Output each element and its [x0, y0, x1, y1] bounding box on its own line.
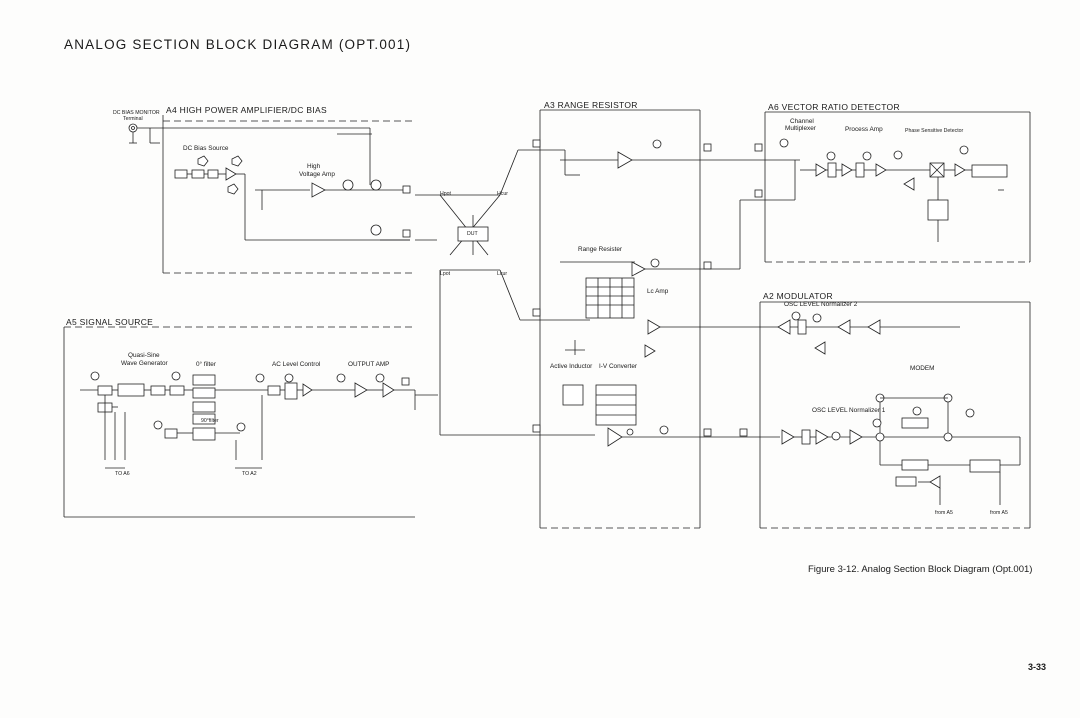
high-voltage-amp-label-1: High: [307, 163, 321, 170]
figure-caption: Figure 3-12. Analog Section Block Diagra…: [808, 564, 1033, 575]
a4-section-title: A4 HIGH POWER AMPLIFIER/DC BIAS: [166, 105, 327, 115]
active-inductor-label: Active Inductor: [550, 363, 593, 370]
wave-generator-label: Wave Generator: [121, 360, 168, 367]
range-resister-label: Range Resister: [578, 246, 623, 253]
a6-internals: [740, 138, 1008, 242]
a4-internals: [128, 123, 411, 241]
channel-label: Channel: [790, 118, 814, 125]
zero-filter-label: 0° filter: [196, 361, 216, 368]
output-amp-label: OUTPUT AMP: [348, 361, 390, 368]
dc-bias-monitor-label: DC BIAS MONITOR: [113, 110, 160, 116]
hpot-label: Hpot: [440, 191, 451, 197]
modem-label: MODEM: [910, 365, 935, 372]
osc-level-normalizer-2-label: OSC LEVEL Normalizer 2: [784, 301, 858, 308]
from-a5-label-2: from A5: [990, 510, 1008, 516]
a2-internals: [700, 311, 1021, 505]
lcur-label: Lcur: [497, 271, 508, 277]
a6-section-title: A6 VECTOR RATIO DETECTOR: [768, 102, 900, 112]
a2-section-title: A2 MODULATOR: [763, 291, 833, 301]
a3-frame: [539, 109, 701, 529]
phase-sensitive-label: Phase Sensitive Detector: [905, 128, 964, 134]
a3-section-title: A3 RANGE RESISTOR: [544, 100, 638, 110]
a5-section-title: A5 SIGNAL SOURCE: [66, 317, 154, 327]
a2-frame: [759, 301, 1031, 529]
to-a6-label: TO A6: [115, 471, 130, 477]
a6-frame: [764, 111, 1031, 263]
process-amp-label: Process Amp: [845, 126, 883, 133]
dc-bias-source-label: DC Bias Source: [183, 145, 229, 152]
page-number: 3-33: [1028, 662, 1047, 672]
a5-internals: [80, 371, 438, 469]
quasi-sine-label: Quasi-Sine: [128, 352, 160, 359]
terminal-label: Terminal: [123, 116, 143, 122]
a5-frame: [63, 326, 415, 518]
to-a2-label: TO A2: [242, 471, 257, 477]
iv-converter-label: I-V Converter: [599, 363, 638, 370]
lpot-label: Lpot: [440, 271, 451, 277]
multiplexer-label: Multiplexer: [785, 125, 816, 132]
hcur-label: Hcur: [497, 191, 508, 197]
from-a5-label-1: from A5: [935, 510, 953, 516]
lc-amp-label: Lc Amp: [647, 288, 669, 295]
dut-bridge: [415, 149, 540, 436]
high-voltage-amp-label-2: Voltage Amp: [299, 171, 335, 178]
a4-frame: [162, 115, 415, 274]
a3-internals: [532, 139, 741, 447]
ac-level-control-label: AC Level Control: [272, 361, 321, 368]
osc-level-normalizer-1-label: OSC LEVEL Normalizer 1: [812, 407, 886, 414]
ninety-filter-label: 90°filter: [201, 418, 219, 424]
dut-label: DUT: [467, 231, 478, 237]
page-title: ANALOG SECTION BLOCK DIAGRAM (OPT.001): [64, 37, 412, 52]
